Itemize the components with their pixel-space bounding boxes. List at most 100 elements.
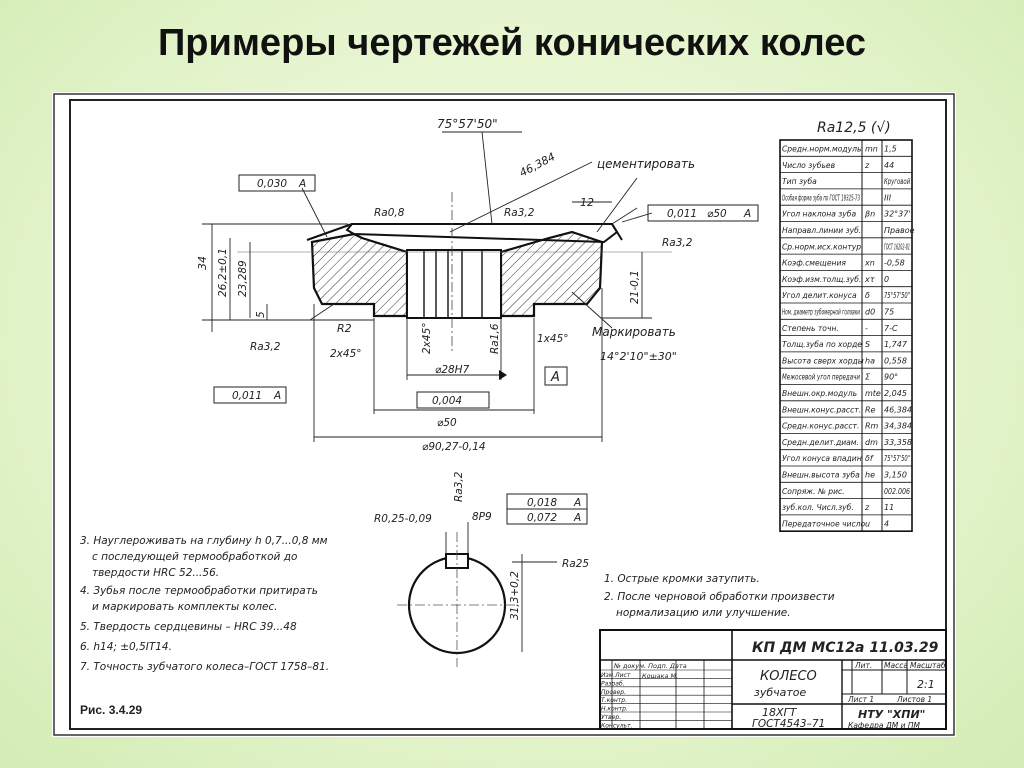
param-row-value: 2,045 bbox=[884, 389, 907, 398]
param-row-value: 1,747 bbox=[884, 340, 908, 349]
svg-text:0,030: 0,030 bbox=[257, 178, 287, 190]
tolerance-frame-right bbox=[647, 204, 759, 222]
param-row-value: 33,358 bbox=[884, 438, 912, 447]
material: 18ХГТ bbox=[762, 706, 798, 719]
param-row-symbol: δf bbox=[865, 454, 874, 463]
param-row-value: 34,384 bbox=[884, 422, 912, 431]
signature-row-label: Консульт. bbox=[601, 722, 633, 729]
param-row-label: Коэф.изм.толщ.зуб. bbox=[782, 275, 861, 284]
svg-text:1x45°: 1x45° bbox=[537, 333, 569, 345]
svg-text:Масса: Масса bbox=[884, 661, 908, 670]
signature-row-label: Т.контр. bbox=[601, 697, 627, 704]
param-row-symbol: z bbox=[864, 503, 870, 512]
param-row-value: 90° bbox=[884, 373, 898, 382]
slide-title: Примеры чертежей конических колес bbox=[157, 22, 867, 64]
param-row-value: ГОСТ 16202-81 bbox=[884, 242, 910, 251]
technical-requirements-right: 1. Острые кромки затупить. 2. После черн… bbox=[604, 573, 835, 619]
svg-text:4. Зубья после термообработки: 4. Зубья после термообработки притирать bbox=[80, 585, 318, 597]
svg-text:Масштаб: Масштаб bbox=[910, 661, 946, 670]
svg-text:0,018: 0,018 bbox=[527, 497, 557, 509]
svg-text:A: A bbox=[573, 512, 581, 524]
svg-text:0,011: 0,011 bbox=[232, 390, 262, 402]
param-row-symbol: Rm bbox=[865, 422, 879, 431]
param-row-symbol: Re bbox=[865, 405, 876, 414]
organization: НТУ "ХПИ" bbox=[858, 708, 925, 721]
param-row-symbol: βn bbox=[864, 210, 875, 219]
angle-top-label: 75°57'50" bbox=[437, 117, 498, 131]
technical-requirements-left: 3. Науглероживать на глубину h 0,7...0,8… bbox=[80, 535, 329, 673]
param-row-value: III bbox=[884, 193, 892, 202]
param-row-symbol: d0 bbox=[865, 308, 875, 317]
param-row-symbol: - bbox=[865, 324, 868, 333]
svg-text:0,072: 0,072 bbox=[527, 512, 557, 524]
param-row-label: Степень точн. bbox=[782, 324, 839, 333]
roughness-ra08: Ra0,8 bbox=[374, 207, 405, 219]
svg-text:Лит.: Лит. bbox=[854, 661, 872, 670]
param-row-value: 0 bbox=[884, 275, 889, 284]
svg-text:5: 5 bbox=[255, 311, 267, 318]
param-row-symbol: mte bbox=[865, 389, 881, 398]
signature-row-label: Разраб. bbox=[601, 680, 625, 687]
svg-text:твердости HRC 52...56.: твердости HRC 52...56. bbox=[92, 567, 219, 579]
svg-text:A: A bbox=[298, 178, 306, 190]
param-row-value: 75 bbox=[884, 308, 894, 317]
signature-row-label: Изм.Лист bbox=[601, 672, 631, 679]
roughness-ra32-right: Ra3,2 bbox=[662, 237, 693, 249]
param-row-label: Угол конуса впадин bbox=[782, 454, 862, 463]
param-row-label: Средн.делит.диам. bbox=[782, 438, 859, 447]
svg-text:2x45°: 2x45° bbox=[330, 348, 362, 360]
svg-text:5. Твердость сердцевины – HRC: 5. Твердость сердцевины – HRC 39...48 bbox=[80, 621, 297, 633]
param-row-label: Средн.норм.модуль bbox=[782, 145, 861, 154]
param-row-value: 7-C bbox=[884, 324, 898, 333]
svg-text:0,011: 0,011 bbox=[667, 208, 697, 220]
param-row-value: 32°37' bbox=[884, 210, 911, 219]
svg-text:8P9: 8P9 bbox=[472, 511, 492, 523]
param-row-symbol: xn bbox=[864, 259, 875, 268]
svg-text:1. Острые кромки затупить.: 1. Острые кромки затупить. bbox=[604, 573, 760, 585]
param-row-label: Внешн.окр.модуль bbox=[782, 389, 857, 398]
param-row-symbol: ha bbox=[865, 356, 875, 365]
svg-text:14°2'10"±30": 14°2'10"±30" bbox=[600, 350, 677, 363]
svg-text:R2: R2 bbox=[337, 322, 352, 335]
svg-text:ГОСТ4543–71: ГОСТ4543–71 bbox=[752, 718, 825, 730]
tolerance-frame-flat bbox=[416, 391, 490, 409]
svg-text:№ докум. Подп. Дата: № докум. Подп. Дата bbox=[613, 662, 687, 670]
svg-text:A: A bbox=[743, 208, 751, 220]
figure-caption: Рис. 3.4.29 bbox=[80, 703, 142, 717]
drawing-frame bbox=[69, 99, 947, 730]
gear-body-right bbox=[499, 230, 604, 318]
param-row-label: Средн.конус.расст. bbox=[782, 422, 859, 431]
param-row-label: зуб.кол. Числ.зуб. bbox=[782, 503, 854, 512]
general-roughness-symbol: Ra12,5 (√) bbox=[817, 120, 891, 136]
signature-row-label: Н.контр. bbox=[601, 706, 628, 713]
svg-text:Листов 1: Листов 1 bbox=[896, 695, 932, 704]
svg-text:Лист 1: Лист 1 bbox=[847, 695, 874, 704]
svg-text:A: A bbox=[573, 497, 581, 509]
param-row-label: Особая форма зуба по ГОСТ 19325-73 bbox=[782, 193, 860, 202]
gear-section-view bbox=[237, 192, 672, 352]
param-row-label: Угол наклона зуба bbox=[782, 210, 856, 219]
svg-text:⌀28H7: ⌀28H7 bbox=[435, 364, 470, 376]
param-row-value: 46,384 bbox=[884, 405, 912, 414]
svg-text:26,2±0,1: 26,2±0,1 bbox=[217, 248, 229, 297]
svg-text:⌀50: ⌀50 bbox=[707, 208, 727, 220]
sheet-border bbox=[53, 93, 955, 736]
svg-text:34: 34 bbox=[196, 256, 209, 270]
param-row-label: Высота сверх хорды bbox=[782, 356, 864, 365]
keyway-view bbox=[397, 522, 557, 667]
dim-46384: 46,384 bbox=[517, 150, 557, 180]
param-row-value: -0,58 bbox=[884, 259, 905, 268]
param-row-label: Сопряж. № рис. bbox=[782, 487, 845, 496]
param-row-value: 1,5 bbox=[884, 145, 897, 154]
dimension-lines bbox=[202, 131, 653, 442]
param-row-symbol: z bbox=[864, 161, 870, 170]
drawing-scale: 2:1 bbox=[917, 678, 935, 691]
param-row-label: Ср.норм.исх.контур bbox=[782, 242, 861, 251]
param-row-label: Толщ.зуба по хорде bbox=[782, 340, 862, 349]
svg-text:Кошака М.: Кошака М. bbox=[642, 672, 678, 680]
svg-text:6. h14; ±0,5IT14.: 6. h14; ±0,5IT14. bbox=[80, 641, 172, 653]
param-row-value: 75°57'50" bbox=[884, 454, 910, 463]
param-row-symbol: Σ bbox=[865, 373, 871, 382]
roughness-ra32-left: Ra3,2 bbox=[250, 341, 281, 353]
part-name: КОЛЕСО bbox=[760, 669, 817, 684]
